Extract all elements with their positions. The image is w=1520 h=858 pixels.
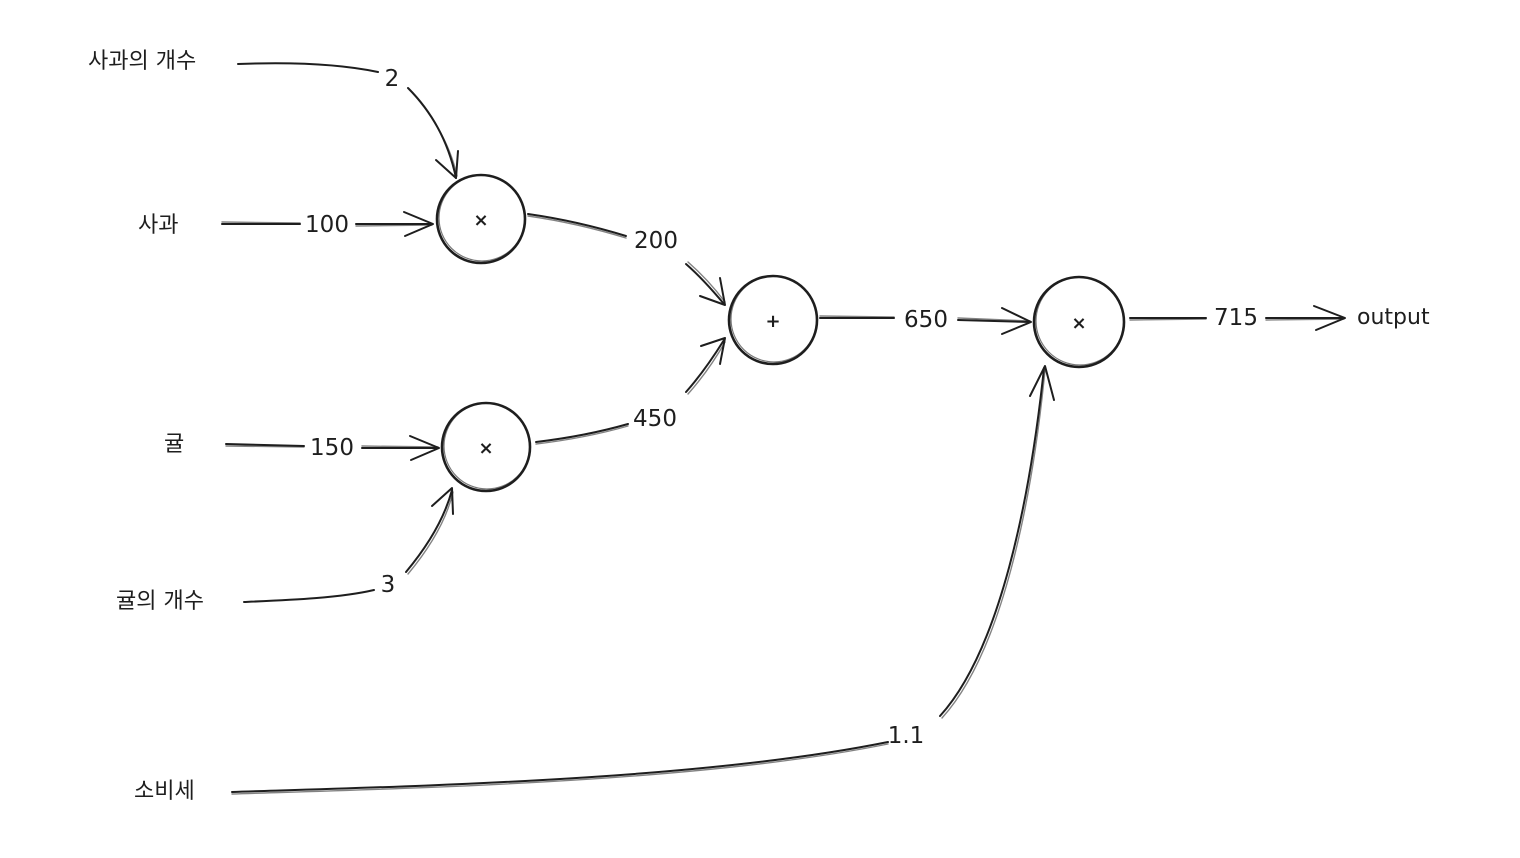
node-multiply-tax-symbol: × <box>1071 313 1086 334</box>
label-apple: 사과 <box>138 213 178 238</box>
node-add-symbol: + <box>765 311 780 332</box>
value-apple-total: 200 <box>634 228 678 254</box>
node-add: + <box>727 274 819 366</box>
value-orange-count: 3 <box>381 572 396 598</box>
node-multiply-apple: × <box>435 173 527 265</box>
edge-tax <box>231 365 1055 795</box>
edge-apple-total <box>527 213 726 306</box>
edge-orange-total <box>535 337 726 445</box>
label-tax: 소비세 <box>134 779 195 804</box>
value-tax: 1.1 <box>888 723 925 749</box>
node-multiply-orange-symbol: × <box>478 438 493 459</box>
edge-apple <box>221 211 434 237</box>
node-multiply-tax: × <box>1032 275 1126 369</box>
value-result: 715 <box>1214 305 1258 331</box>
label-apple-count: 사과의 개수 <box>88 49 196 74</box>
value-orange-price: 150 <box>310 435 354 461</box>
edge-sum <box>819 307 1032 335</box>
value-sum: 650 <box>904 307 948 333</box>
label-output: output <box>1357 305 1430 330</box>
edge-apple-count <box>237 62 459 179</box>
label-orange: 귤 <box>164 432 184 457</box>
edge-result <box>1129 305 1346 331</box>
value-orange-total: 450 <box>633 406 677 432</box>
edge-orange-count <box>243 487 454 603</box>
node-multiply-apple-symbol: × <box>473 210 488 231</box>
label-orange-count: 귤의 개수 <box>116 589 204 614</box>
edge-orange <box>225 435 440 461</box>
value-apple-count: 2 <box>385 66 400 92</box>
node-multiply-orange: × <box>440 401 532 493</box>
value-apple-price: 100 <box>305 212 349 238</box>
